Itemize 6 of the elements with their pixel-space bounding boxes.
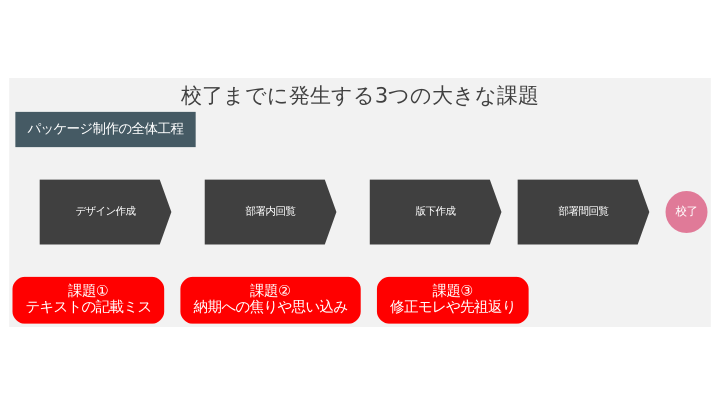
- label: パッケージ制作の全体工程: [28, 122, 184, 138]
- node-box: 課題③ 修正モレや先祖返り: [376, 276, 529, 324]
- node-box: 課題② 納期への焦りや思い込み: [180, 276, 361, 324]
- node-circle: 校了: [666, 191, 708, 234]
- diagram-title: 校了までに発生する3つの大きな課題: [180, 83, 540, 108]
- node-box: 課題① テキストの記載ミス: [12, 276, 164, 324]
